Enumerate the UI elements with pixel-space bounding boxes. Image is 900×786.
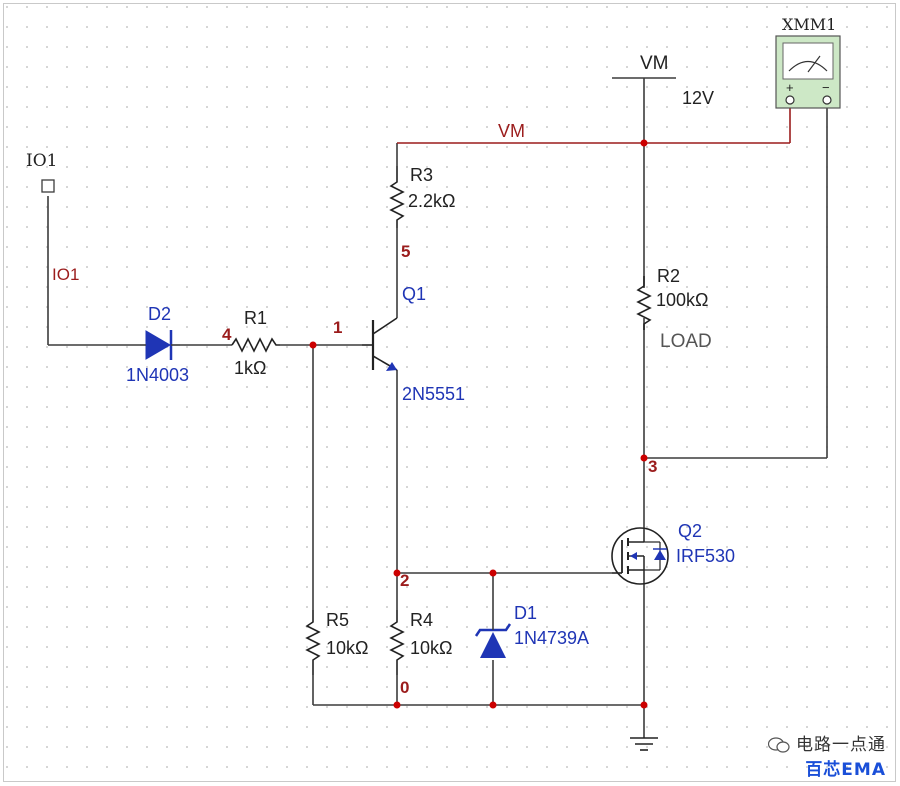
node-3-label: 3 — [648, 457, 657, 476]
watermark-line1: 电路一点通 — [767, 730, 886, 755]
watermark-line2: 百芯EMA — [805, 760, 886, 780]
junction-d1-top — [489, 569, 497, 577]
ground-icon — [630, 737, 658, 751]
r5-value-label: 10kΩ — [326, 638, 368, 658]
r2-ref-label: R2 — [657, 266, 680, 286]
grid-background — [4, 4, 895, 781]
r1-resistor-icon — [231, 337, 280, 353]
r2-resistor-icon — [636, 276, 652, 330]
r1-value-label: 1kΩ — [234, 358, 266, 378]
junction-ground — [640, 701, 648, 709]
d2-diode-icon — [140, 330, 180, 360]
junction-vm — [640, 139, 648, 147]
r3-ref-label: R3 — [410, 165, 433, 185]
meter-scale-arc — [788, 60, 828, 72]
meter-minus-terminal — [822, 95, 832, 105]
d1-value-label: 1N4739A — [514, 628, 589, 648]
meter-plus-terminal — [785, 95, 795, 105]
vm-source-label: VM — [640, 53, 669, 74]
meter-plus-label: + — [786, 80, 794, 95]
q2-mosfet-icon — [611, 527, 669, 585]
meter-minus-label: − — [822, 80, 830, 95]
q2-value-label: IRF530 — [676, 546, 735, 566]
q1-ref-label: Q1 — [402, 284, 426, 304]
r5-resistor-icon — [305, 610, 321, 675]
junction-node0 — [393, 701, 401, 709]
junction-node2 — [393, 569, 401, 577]
node-5-label: 5 — [401, 242, 410, 261]
junction-d1-bottom — [489, 701, 497, 709]
meter-needle — [807, 55, 821, 73]
io1-net-label: IO1 — [52, 265, 79, 284]
node-2-label: 2 — [400, 571, 409, 590]
r3-value-label: 2.2kΩ — [408, 191, 455, 211]
meter-label: XMM1 — [782, 15, 836, 34]
node-0-label: 0 — [400, 678, 409, 697]
watermark: 电路一点通 百芯EMA — [767, 730, 886, 780]
d2-value-label: 1N4003 — [126, 365, 189, 385]
r3-resistor-icon — [389, 166, 405, 228]
r2-value-label: 100kΩ — [656, 290, 709, 310]
r4-value-label: 10kΩ — [410, 638, 452, 658]
io1-port-label: IO1 — [26, 151, 57, 171]
vm-voltage-label: 12V — [682, 88, 714, 108]
watermark-line1-text: 电路一点通 — [796, 735, 886, 755]
d1-ref-label: D1 — [514, 603, 537, 623]
chat-bubble-icon — [767, 737, 790, 753]
r5-ref-label: R5 — [326, 610, 349, 630]
r4-resistor-icon — [389, 610, 405, 675]
io1-port-icon — [41, 179, 55, 193]
junction-node1 — [309, 341, 317, 349]
d1-zener-diode-icon — [474, 623, 512, 658]
d2-ref-label: D2 — [148, 304, 171, 324]
q2-ref-label: Q2 — [678, 521, 702, 541]
node-1-label: 1 — [333, 318, 342, 337]
q1-value-label: 2N5551 — [402, 384, 465, 404]
junction-node3 — [640, 454, 648, 462]
r1-ref-label: R1 — [244, 308, 267, 328]
r4-ref-label: R4 — [410, 610, 433, 630]
r2-note-label: LOAD — [660, 331, 712, 352]
vm-net-label: VM — [498, 121, 525, 141]
q1-npn-transistor-icon — [362, 317, 398, 371]
schematic-frame — [3, 3, 896, 782]
wires — [47, 78, 828, 738]
node-4-label: 4 — [222, 325, 232, 344]
junctions — [309, 139, 648, 709]
